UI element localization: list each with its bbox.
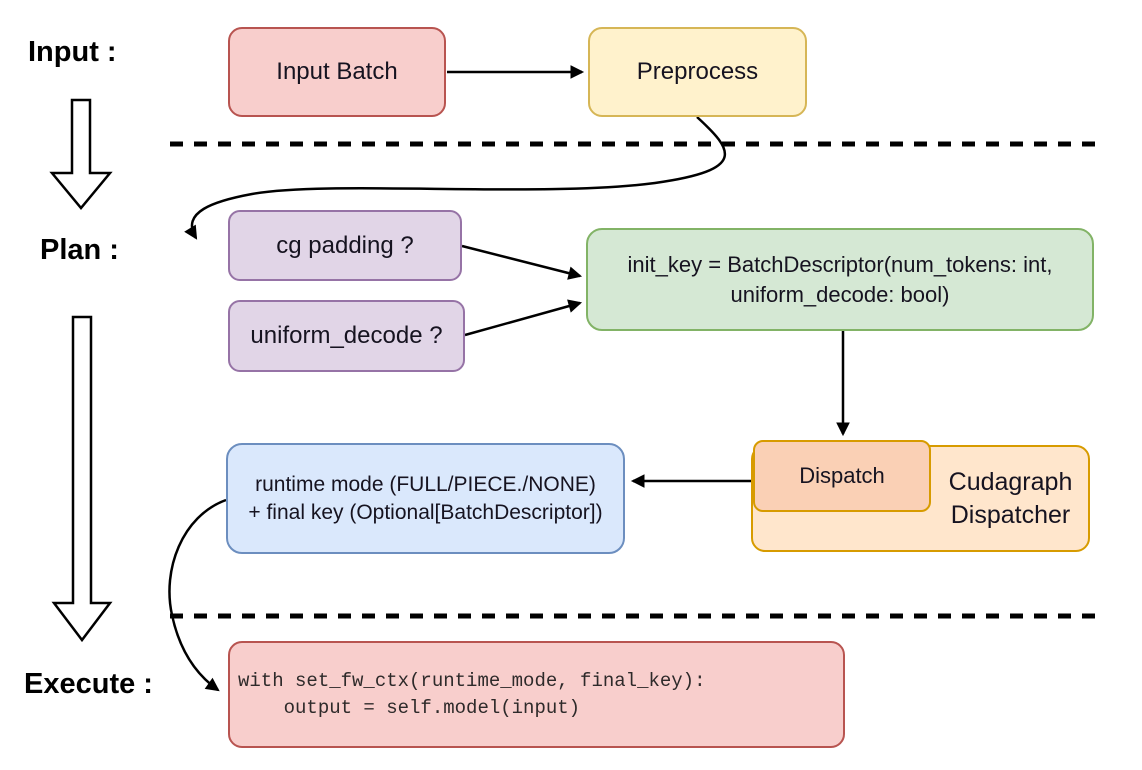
flow-arrow-input-to-plan-icon	[49, 98, 113, 210]
node-preprocess: Preprocess	[588, 27, 807, 117]
node-init-key-line1: init_key = BatchDescriptor(num_tokens: i…	[627, 252, 1053, 278]
node-dispatch-label: Dispatch	[799, 463, 885, 489]
node-runtime-mode-line1: runtime mode (FULL/PIECE./NONE)	[255, 472, 596, 496]
node-init-key: init_key = BatchDescriptor(num_tokens: i…	[586, 228, 1094, 331]
arrow-runtime-mode-to-execute-code	[168, 498, 227, 692]
stage-label-plan: Plan :	[40, 234, 119, 266]
stage-label-execute: Execute :	[24, 668, 153, 700]
node-cg-padding-label: cg padding ?	[276, 231, 414, 259]
node-dispatch: Dispatch	[753, 440, 931, 512]
node-input-batch: Input Batch	[228, 27, 446, 117]
node-uniform-decode-label: uniform_decode ?	[250, 322, 443, 350]
node-execute-code: with set_fw_ctx(runtime_mode, final_key)…	[228, 641, 845, 748]
node-preprocess-label: Preprocess	[636, 58, 759, 86]
execute-code-line2: output = self.model(input)	[238, 696, 581, 719]
execute-code-line1: with set_fw_ctx(runtime_mode, final_key)…	[238, 670, 706, 693]
node-input-batch-label: Input Batch	[276, 58, 398, 86]
arrow-preprocess-to-cg-padding	[184, 116, 727, 240]
node-runtime-mode: runtime mode (FULL/PIECE./NONE) + final …	[226, 443, 625, 554]
node-cg-padding: cg padding ?	[228, 210, 462, 281]
arrow-uniform-decode-to-init-key	[464, 299, 583, 337]
node-runtime-mode-line2: + final key (Optional[BatchDescriptor])	[248, 500, 603, 524]
node-uniform-decode: uniform_decode ?	[228, 300, 465, 372]
cudagraph-label-line1: Cudagraph	[948, 467, 1073, 496]
flow-arrow-plan-to-execute-icon	[51, 315, 113, 643]
arrow-cg-padding-to-init-key	[461, 244, 583, 280]
node-init-key-line2: uniform_decode: bool)	[730, 281, 950, 307]
node-cudagraph-dispatcher-label: Cudagraph Dispatcher	[931, 445, 1090, 552]
cudagraph-label-line2: Dispatcher	[950, 500, 1071, 529]
stage-label-input: Input :	[28, 36, 117, 68]
